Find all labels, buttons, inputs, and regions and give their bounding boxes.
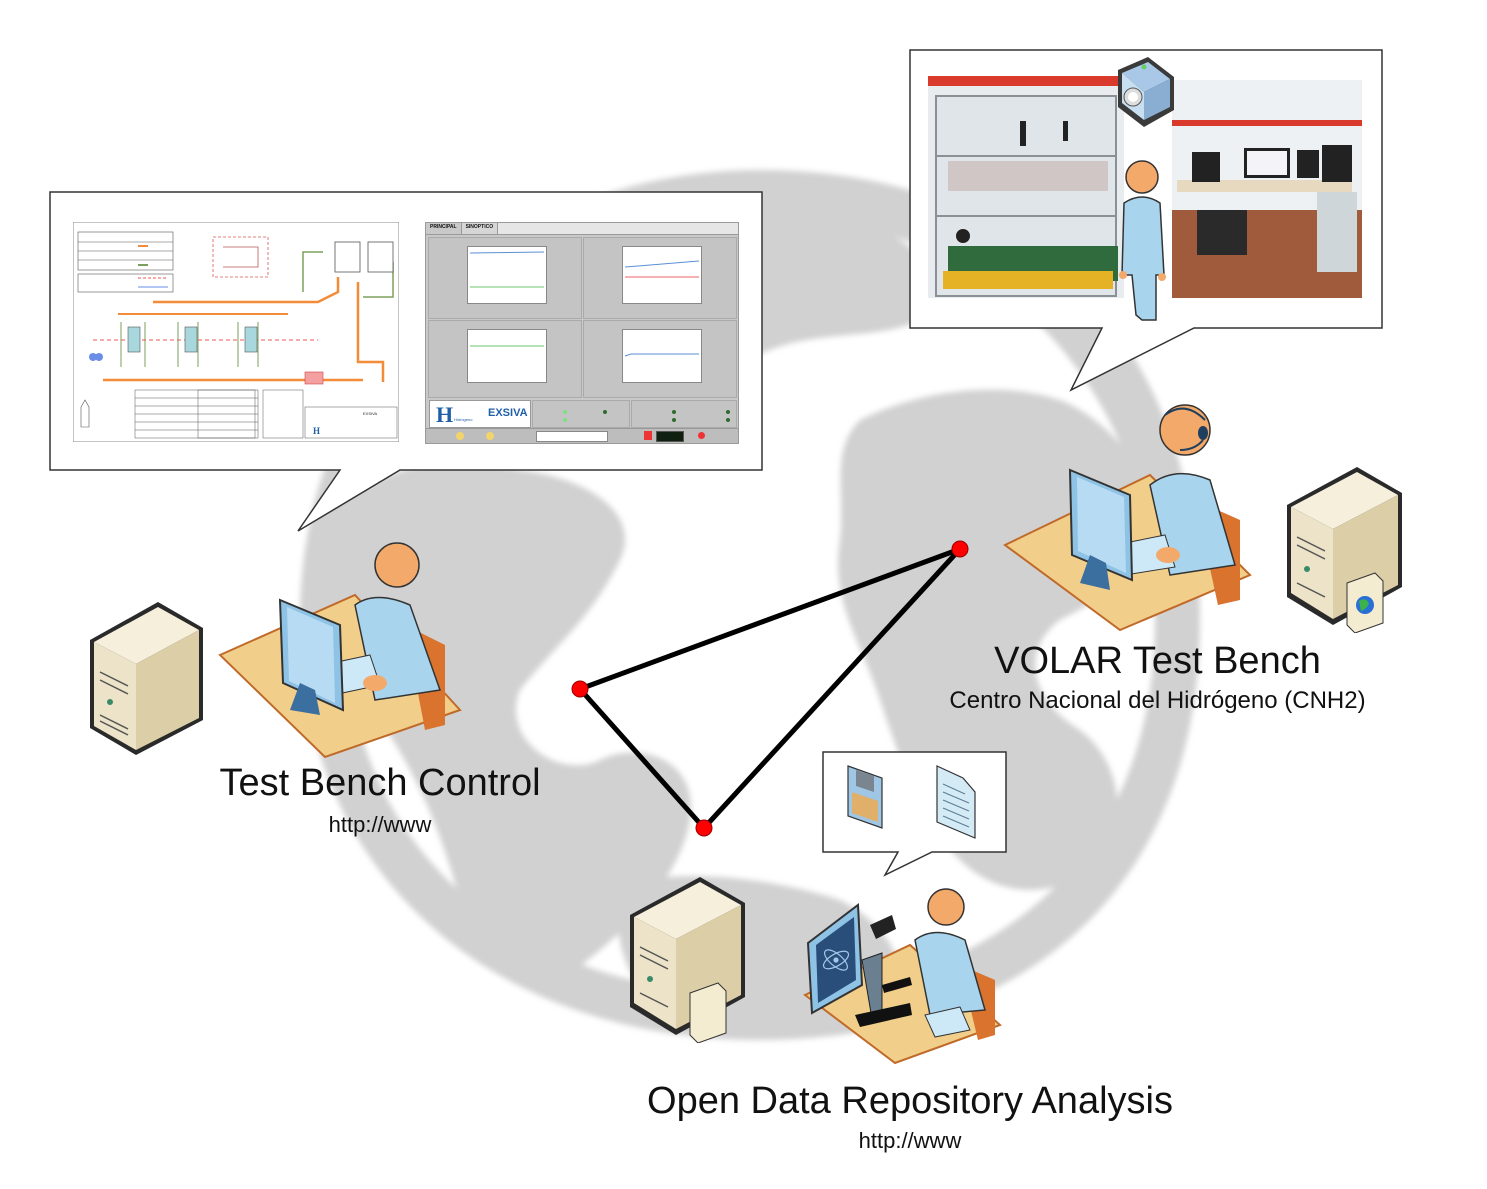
operator-headset-workstation-icon — [1003, 404, 1252, 632]
status-led — [603, 410, 607, 414]
network-link — [579, 546, 961, 692]
node-subtitle-cnh2: Centro Nacional del Hidrógeno (CNH2) — [949, 687, 1366, 714]
file-path-field[interactable] — [536, 431, 608, 442]
exsiva-brand: EXSIVA — [488, 407, 528, 419]
network-node-right — [951, 540, 969, 558]
voltage-plot — [467, 329, 547, 383]
current-plot — [622, 329, 702, 383]
scientist-workstation-icon — [803, 888, 1002, 1065]
tab-sinoptico[interactable]: SINOPTICO — [461, 223, 499, 234]
toggle-electrical[interactable] — [486, 432, 494, 440]
camera-icon — [1118, 57, 1174, 127]
pid-synoptic-image: EXSIVA H — [73, 222, 399, 442]
scada-tabs: PRINCIPAL SINOPTICO — [426, 223, 738, 235]
network-link — [578, 687, 706, 830]
exsiva-logo: H Hidrógeno EXSIVA — [429, 400, 531, 428]
svg-text:H: H — [313, 426, 320, 436]
caudal-panel — [583, 237, 737, 319]
flow-plot — [622, 246, 702, 304]
web-server-icon — [1287, 467, 1402, 633]
alarm-led — [672, 410, 676, 414]
folder-icon — [689, 982, 727, 1043]
toggle-refrigeration[interactable] — [456, 432, 464, 440]
server-tower-icon — [90, 602, 203, 755]
hidrogeno-logo-text: Hidrógeno — [454, 417, 473, 422]
scada-monitoring-panel: PRINCIPAL SINOPTICO H Hidrógeno EXSIVA — [425, 222, 739, 444]
alarm-led — [726, 418, 730, 422]
hidrogeno-logo-letter: H — [436, 402, 454, 427]
status-led — [563, 418, 567, 422]
temperature-panel — [428, 237, 582, 319]
atom-icon — [822, 949, 850, 971]
photo-workstation — [1172, 80, 1362, 298]
node-url-test-bench-control[interactable]: http://www — [328, 812, 432, 837]
svg-text:EXSIVA: EXSIVA — [363, 411, 377, 416]
document-icon — [936, 765, 976, 839]
temperature-plot — [467, 246, 547, 304]
globe-continent-americas — [327, 462, 692, 986]
repository-server-icon — [630, 877, 745, 1043]
time-display — [656, 431, 684, 442]
operator-workstation-icon — [218, 542, 462, 759]
network-node-bottom — [695, 819, 713, 837]
network-link — [702, 547, 962, 830]
floppy-disk-icon — [847, 765, 883, 829]
network-node-left — [571, 680, 589, 698]
node-url-open-data-repository[interactable]: http://www — [858, 1128, 962, 1153]
current-panel — [583, 320, 737, 398]
alarms-panel — [631, 400, 737, 428]
node-title-open-data-repository: Open Data Repository Analysis — [647, 1080, 1173, 1122]
scada-toolbar — [426, 428, 738, 443]
node-title-volar-test-bench: VOLAR Test Bench — [994, 640, 1321, 682]
node-title-test-bench-control: Test Bench Control — [219, 762, 541, 804]
alarm-led — [726, 410, 730, 414]
alarm-led — [672, 418, 676, 422]
stop-indicator — [644, 431, 652, 440]
standing-person-icon — [1119, 160, 1166, 321]
indicators-panel — [532, 400, 630, 428]
photo-test-bench — [928, 76, 1124, 298]
tab-principal[interactable]: PRINCIPAL — [426, 223, 462, 234]
exit-button[interactable] — [698, 432, 705, 439]
status-led — [563, 410, 567, 414]
microscope-icon — [855, 915, 912, 1027]
voltage-panel — [428, 320, 582, 398]
